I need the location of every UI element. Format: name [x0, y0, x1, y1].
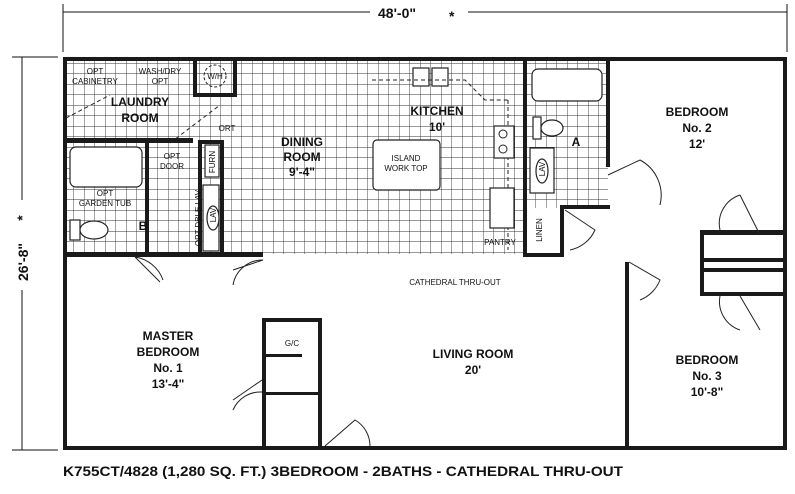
walls: [63, 57, 787, 450]
toilet-b: [79, 220, 109, 240]
bath-b-label: B: [139, 219, 148, 233]
depth-label: 26'-8": [15, 243, 31, 281]
lav-a-sink: [535, 158, 549, 184]
dining-label: DINING: [281, 135, 323, 149]
pantry-label: PANTRY: [484, 238, 516, 247]
lav-b-label: LAV: [209, 207, 218, 222]
width-marker: *: [449, 8, 455, 24]
opt-door-label: OPT: [164, 152, 181, 161]
kitchen-sink-right: [431, 67, 449, 87]
garden-tub-label-2: GARDEN TUB: [79, 199, 131, 208]
water-heater-label: W/H: [207, 72, 223, 81]
garden-tub: [69, 146, 143, 188]
kitchen-label: KITCHEN: [410, 104, 463, 118]
tile-floor: [66, 60, 526, 254]
master-label-2: BEDROOM: [137, 345, 200, 359]
bedroom3-size: 10'-8": [691, 385, 724, 399]
island-label: ISLAND: [392, 154, 421, 163]
lav-a-label: LAV: [538, 161, 547, 176]
bedroom2-label: BEDROOM: [666, 105, 729, 119]
garden-tub-label: OPT: [97, 189, 114, 198]
bath-a-label: A: [572, 135, 581, 149]
furnace: [204, 144, 220, 178]
bedroom2-number: No. 2: [682, 121, 712, 135]
room-labels: OPT CABINETRY WASH/DRY OPT W/H LAUNDRY R…: [72, 67, 738, 399]
opt-door-label-2: DOOR: [160, 162, 184, 171]
wash-dry-label: WASH/DRY: [139, 67, 182, 76]
wash-dry-label-2: OPT: [152, 77, 169, 86]
bedroom3-label: BEDROOM: [676, 353, 739, 367]
island-work-top: [372, 139, 441, 191]
depth-marker: *: [14, 215, 30, 221]
lav-sink: [206, 205, 220, 231]
cathedral-label: CATHEDRAL THRU-OUT: [409, 278, 501, 287]
linen-label: LINEN: [535, 218, 544, 242]
master-number: No. 1: [153, 361, 183, 375]
furn-label: FURN: [208, 151, 217, 173]
master-label: MASTER: [143, 329, 194, 343]
tub-a: [531, 68, 603, 102]
opt-cabinetry-label: OPT: [87, 67, 104, 76]
toilet-b-tank: [69, 219, 81, 241]
opt-cabinetry-label-2: CABINETRY: [72, 77, 118, 86]
opt-dble-lav-label: OPT DBLE LAV: [194, 189, 203, 246]
depth-dimension: * 26'-8": [12, 56, 58, 451]
fixtures: [65, 64, 761, 447]
master-size: 13'-4": [152, 377, 185, 391]
bedroom3-number: No. 3: [692, 369, 722, 383]
water-heater-icon: [203, 64, 227, 88]
lav-a-counter: [529, 147, 555, 194]
living-label: LIVING ROOM: [433, 347, 514, 361]
dining-label-2: ROOM: [283, 150, 320, 164]
living-size: 20': [465, 363, 481, 377]
width-dimension: 48'-0" *: [62, 4, 788, 52]
refrigerator: [489, 187, 515, 229]
laundry-label: LAUNDRY: [111, 95, 169, 109]
gc-label: G/C: [285, 339, 299, 348]
toilet-a: [540, 119, 564, 137]
width-label: 48'-0": [378, 5, 416, 21]
laundry-label-2: ROOM: [121, 111, 158, 125]
kitchen-sink-left: [412, 67, 430, 87]
ort-label: ORT: [219, 124, 236, 133]
toilet-a-tank: [532, 116, 542, 140]
bedroom2-size: 12': [689, 137, 705, 151]
kitchen-size: 10': [429, 120, 445, 134]
plan-caption: K755CT/4828 (1,280 SQ. FT.) 3BEDROOM - 2…: [63, 463, 623, 479]
island-label-2: WORK TOP: [384, 164, 427, 173]
dining-size: 9'-4": [289, 165, 315, 179]
